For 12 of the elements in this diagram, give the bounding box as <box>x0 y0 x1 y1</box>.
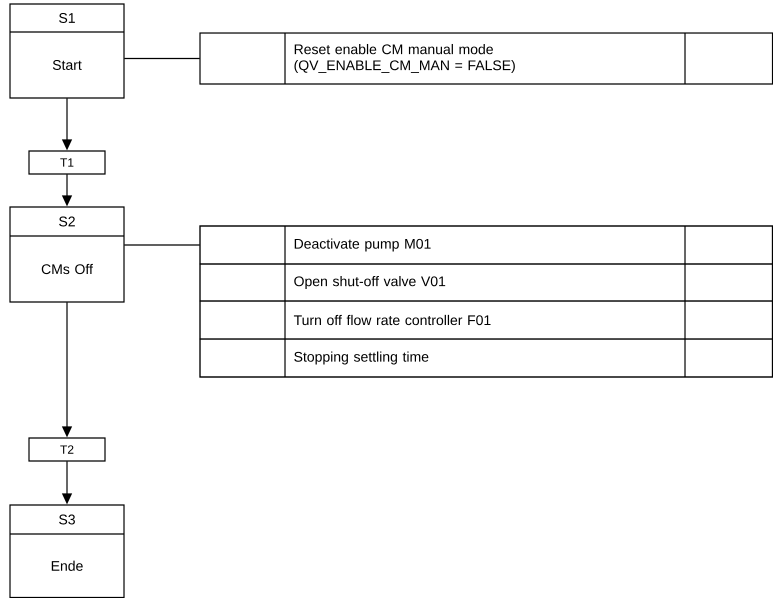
action-row: Reset enable CM manual mode (QV_ENABLE_CM_MAN = FALSE) <box>199 32 773 85</box>
action-row: Turn off flow rate controller F01 <box>199 300 773 340</box>
step-box: S2 CMs Off <box>9 206 125 303</box>
action-row: Open shut-off valve V01 <box>199 263 773 302</box>
action-row: Stopping settling time <box>199 338 773 378</box>
step-box: S3 Ende <box>9 504 125 598</box>
connector-line <box>124 244 200 246</box>
step-box: S1 Start <box>9 3 125 99</box>
action-row: Deactivate pump M01 <box>199 225 773 265</box>
connector-line <box>124 58 200 60</box>
transition-box: T2 <box>28 437 106 462</box>
transition-box: T1 <box>28 150 106 175</box>
